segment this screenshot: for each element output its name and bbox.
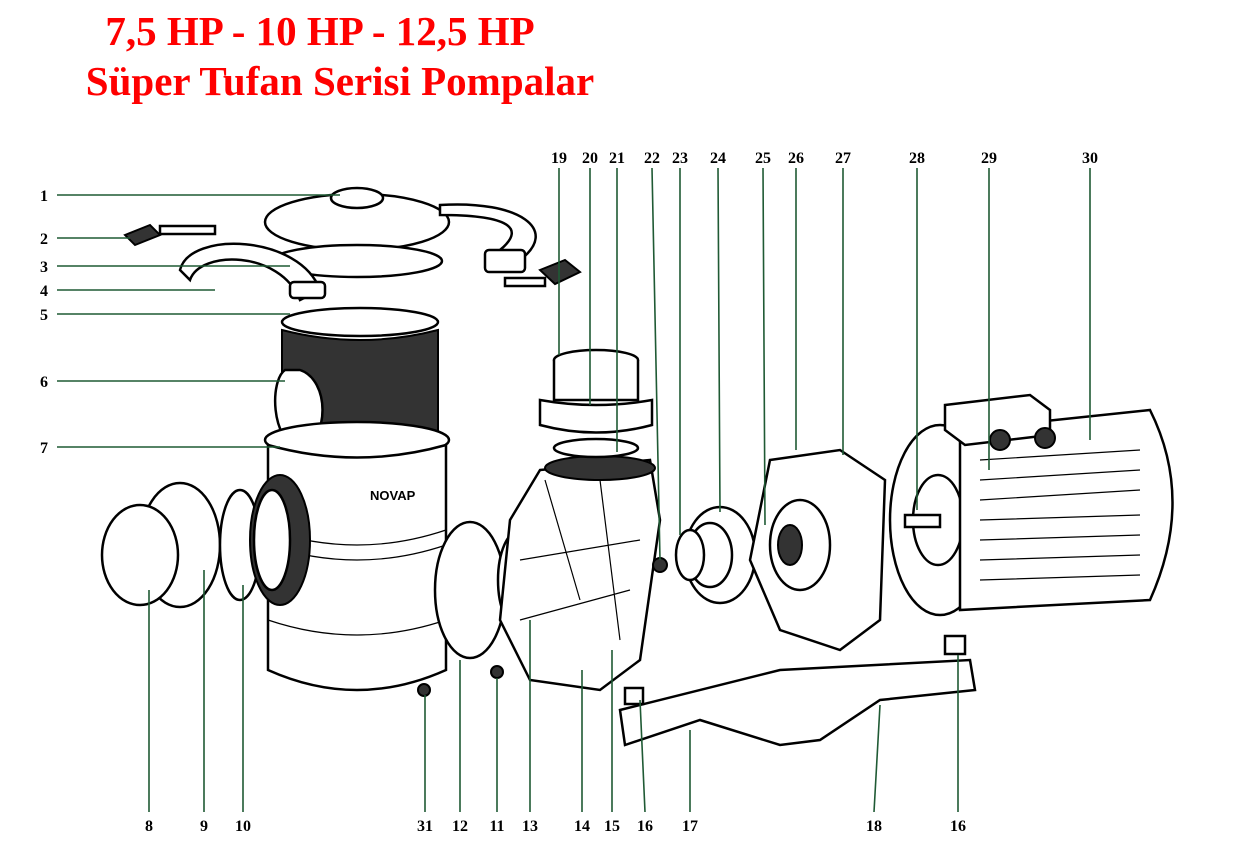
motor-adapter bbox=[748, 448, 887, 652]
union-fitting bbox=[100, 474, 311, 609]
label-8: 8 bbox=[145, 818, 153, 835]
svg-text:NOVAP: NOVAP bbox=[370, 488, 416, 503]
label-5: 5 bbox=[40, 307, 48, 324]
pump-base bbox=[417, 634, 977, 747]
label-17: 17 bbox=[682, 818, 698, 835]
label-18: 18 bbox=[866, 818, 882, 835]
label-1: 1 bbox=[40, 188, 48, 205]
label-16b: 16 bbox=[950, 818, 966, 835]
strainer-housing: NOVAP bbox=[263, 420, 451, 692]
label-13: 13 bbox=[522, 818, 538, 835]
impeller bbox=[652, 505, 757, 605]
label-3: 3 bbox=[40, 259, 48, 276]
label-15: 15 bbox=[604, 818, 620, 835]
label-29: 29 bbox=[981, 150, 997, 167]
discharge-union bbox=[538, 348, 654, 434]
label-22: 22 bbox=[644, 150, 660, 167]
left-labels: 1 2 3 4 5 6 7 bbox=[40, 188, 48, 457]
label-9: 9 bbox=[200, 818, 208, 835]
clamp-knob bbox=[123, 223, 582, 288]
label-26: 26 bbox=[788, 150, 804, 167]
label-20: 20 bbox=[582, 150, 598, 167]
label-27: 27 bbox=[835, 150, 851, 167]
label-31: 31 bbox=[417, 818, 433, 835]
label-7: 7 bbox=[40, 440, 48, 457]
title-series-name: Süper Tufan Serisi Pompalar bbox=[85, 58, 595, 104]
label-25: 25 bbox=[755, 150, 771, 167]
clamp-ring bbox=[178, 203, 537, 302]
label-12: 12 bbox=[452, 818, 468, 835]
label-10: 10 bbox=[235, 818, 251, 835]
label-4: 4 bbox=[40, 283, 48, 300]
electric-motor bbox=[888, 393, 1174, 617]
title-power-range: 7,5 HP - 10 HP - 12,5 HP bbox=[105, 8, 535, 54]
label-14: 14 bbox=[574, 818, 590, 835]
label-30: 30 bbox=[1082, 150, 1098, 167]
leader-lines bbox=[57, 167, 1091, 813]
label-6: 6 bbox=[40, 374, 48, 391]
label-19: 19 bbox=[551, 150, 567, 167]
top-labels: 19 20 21 22 23 24 25 26 27 28 29 30 bbox=[551, 150, 1098, 167]
bottom-labels: 8 9 10 31 12 11 13 14 15 16 17 18 16 bbox=[145, 818, 966, 835]
label-2: 2 bbox=[40, 231, 48, 248]
label-16: 16 bbox=[637, 818, 653, 835]
label-21: 21 bbox=[609, 150, 625, 167]
label-23: 23 bbox=[672, 150, 688, 167]
label-28: 28 bbox=[909, 150, 925, 167]
pump-body bbox=[498, 437, 662, 692]
label-24: 24 bbox=[710, 150, 726, 167]
label-11: 11 bbox=[489, 818, 504, 835]
